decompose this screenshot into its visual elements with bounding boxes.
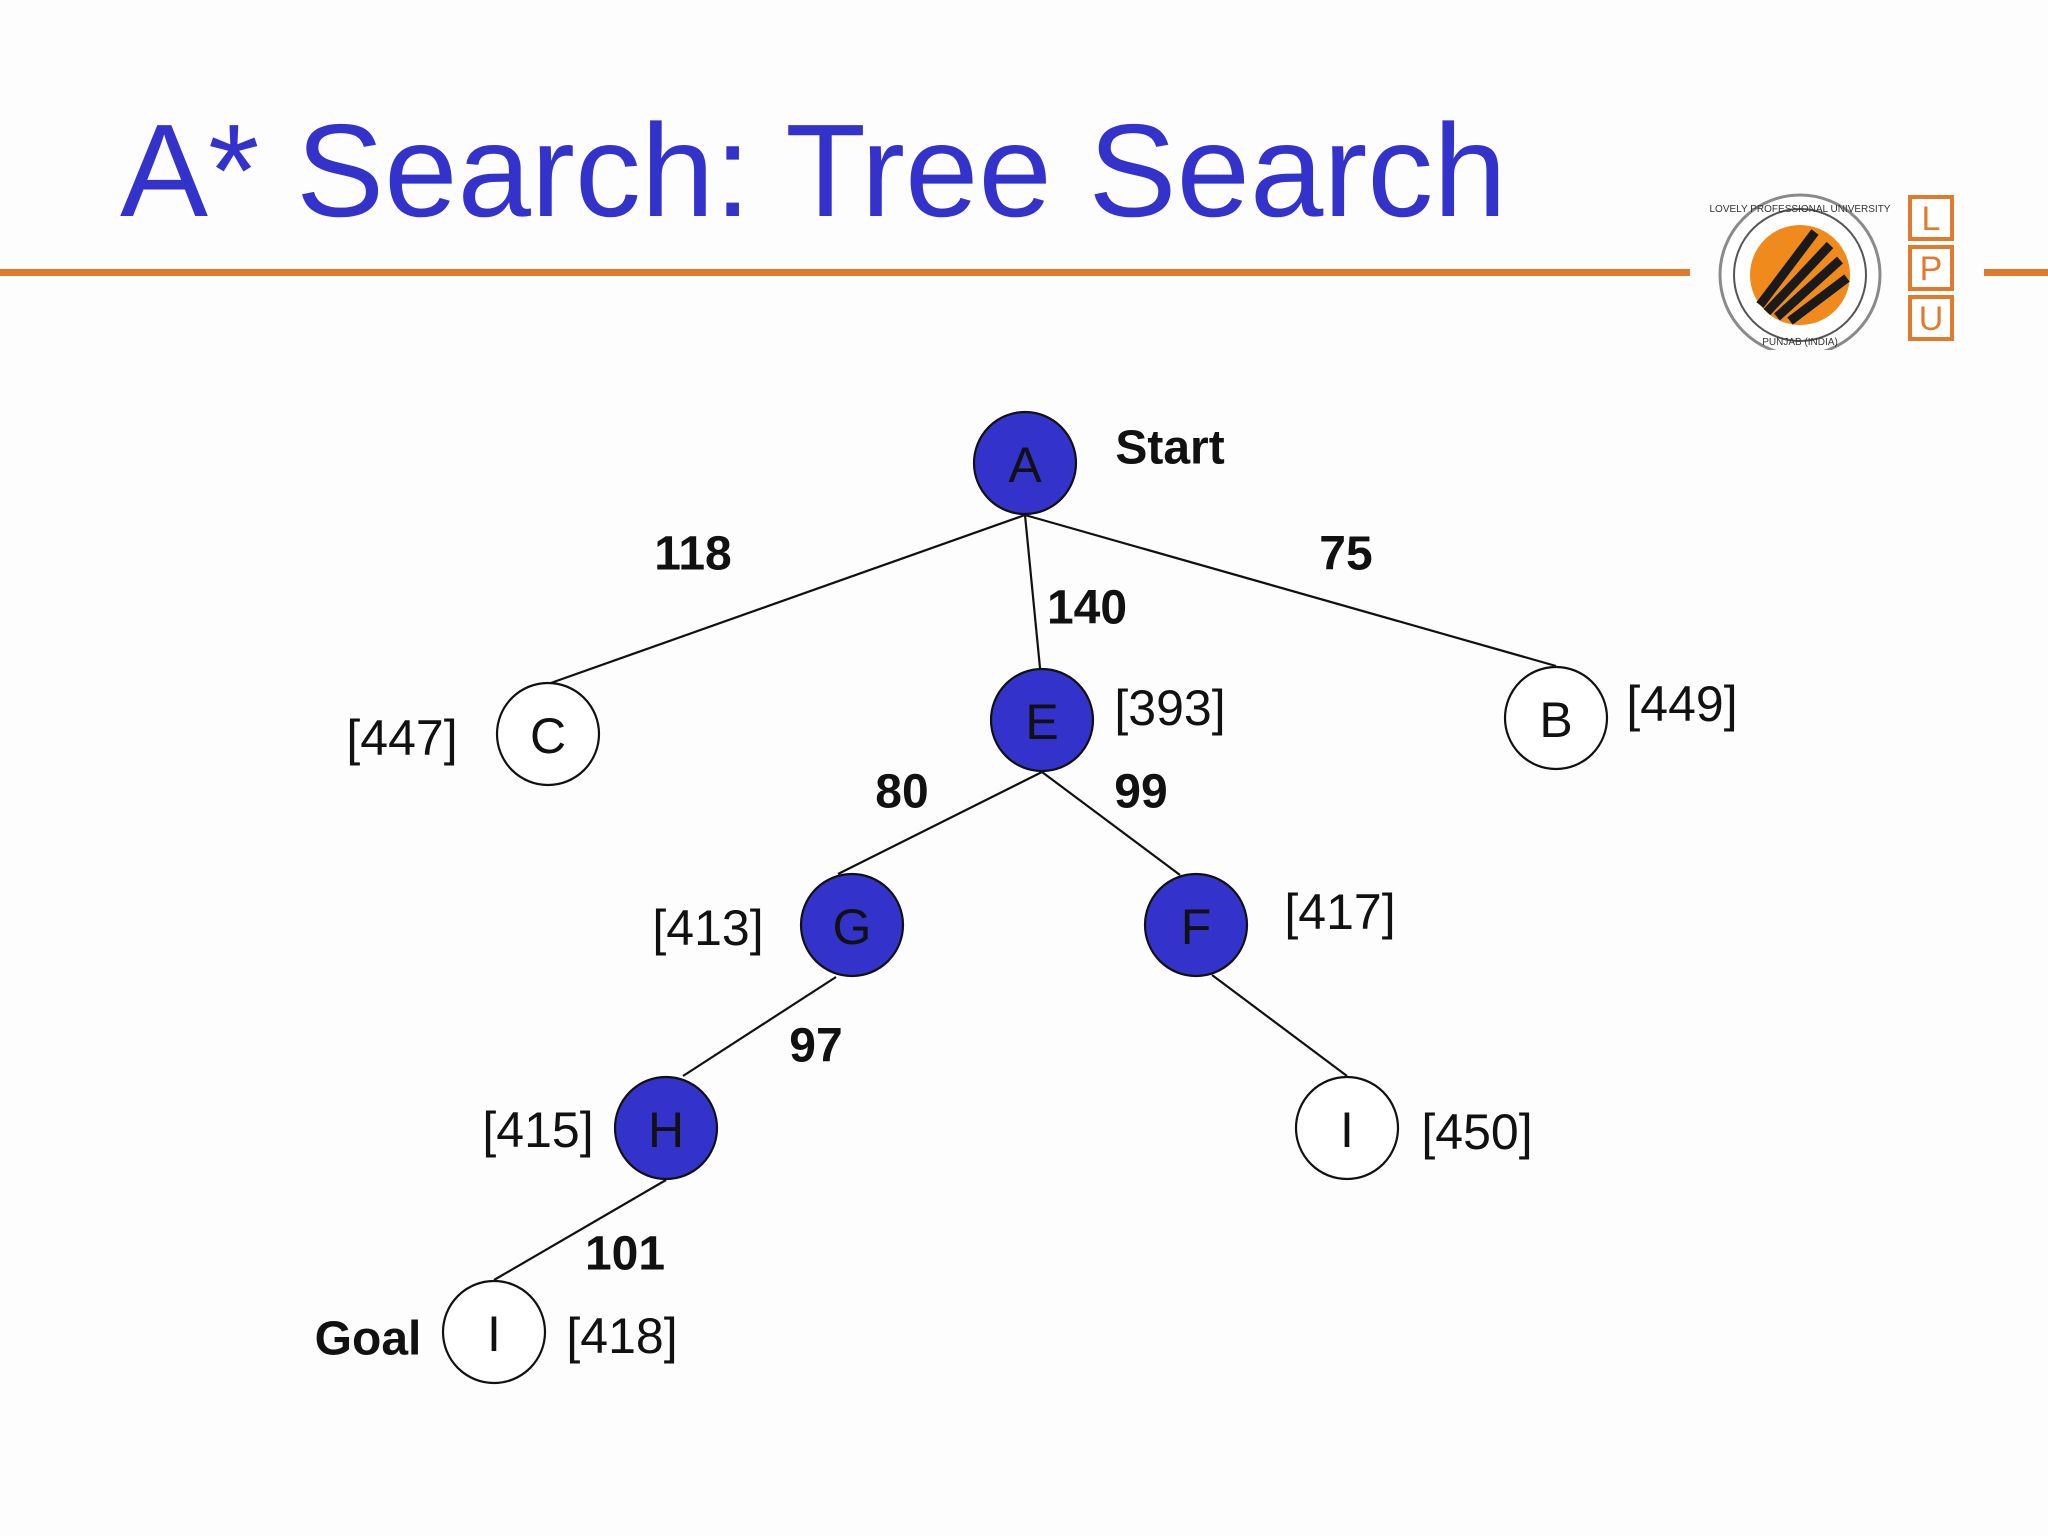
- node-i1: [441, 1279, 547, 1385]
- logo-emblem-text: LOVELY PROFESSIONAL UNIVERSITY: [1710, 204, 1891, 215]
- node-label-e: E: [1025, 694, 1058, 750]
- logo-rays-icon: [1756, 229, 1850, 325]
- logo-emblem-subtext: PUNJAB (INDIA): [1762, 337, 1838, 348]
- lpu-logo: LOVELY PROFESSIONAL UNIVERSITY PUNJAB (I…: [1710, 193, 1954, 350]
- slide-title: A* Search: Tree Search: [120, 97, 1507, 244]
- node-b: [1503, 665, 1609, 771]
- logo-emblem-inner-ring: [1733, 208, 1867, 342]
- node-label-c: C: [530, 708, 566, 764]
- node-i2: [1294, 1075, 1400, 1181]
- edge-cost-e-f: 99: [1114, 766, 1167, 819]
- edge-cost-a-c: 118: [654, 528, 731, 581]
- node-f-value-h: [415]: [482, 1102, 593, 1158]
- logo-letter-blocks: L P U: [1908, 195, 1954, 341]
- node-a: [972, 410, 1078, 516]
- node-label-g: G: [833, 899, 872, 955]
- node-label-f: F: [1181, 899, 1212, 955]
- title-divider-right: [1984, 269, 2048, 276]
- logo-letter-l: L: [1922, 200, 1941, 238]
- edge-f-i2: [1211, 974, 1348, 1077]
- edge-e-g: [837, 771, 1043, 875]
- edge-h-i1: [493, 1179, 667, 1281]
- edge-e-f: [1041, 771, 1181, 876]
- node-e: [989, 667, 1095, 773]
- node-label-i2: I: [1340, 1102, 1354, 1158]
- node-tag-goal: Goal: [315, 1313, 422, 1366]
- node-c: [495, 681, 601, 787]
- edge-a-e: [1023, 514, 1042, 669]
- node-f-value-i2: [450]: [1421, 1104, 1532, 1160]
- edge-a-c: [547, 513, 1026, 686]
- node-f-value-e: [393]: [1114, 680, 1225, 736]
- edge-cost-g-h: 97: [789, 1020, 842, 1073]
- edge-a-b: [1024, 513, 1557, 668]
- edge-cost-h-i1: 101: [585, 1228, 665, 1281]
- node-f-value-g: [413]: [652, 900, 763, 956]
- node-f-value-c: [447]: [346, 710, 457, 766]
- node-label-i1: I: [487, 1306, 501, 1362]
- node-f-value-f: [417]: [1284, 884, 1395, 940]
- logo-letter-p: P: [1920, 250, 1943, 288]
- node-h: [613, 1075, 719, 1181]
- node-label-h: H: [648, 1102, 684, 1158]
- node-label-a: A: [1008, 437, 1042, 493]
- edge-cost-a-b: 75: [1319, 528, 1372, 581]
- node-tag-start: Start: [1115, 422, 1224, 475]
- node-f-value-i1: [418]: [566, 1308, 677, 1364]
- node-f: [1143, 872, 1249, 978]
- logo-letter-u: U: [1919, 300, 1944, 338]
- title-divider-left: [0, 269, 1690, 276]
- node-f-value-b: [449]: [1626, 676, 1737, 732]
- node-label-b: B: [1539, 692, 1572, 748]
- edge-cost-a-e: 140: [1047, 582, 1127, 635]
- edge-cost-e-g: 80: [875, 766, 928, 819]
- node-g: [799, 872, 905, 978]
- edge-g-h: [682, 976, 837, 1077]
